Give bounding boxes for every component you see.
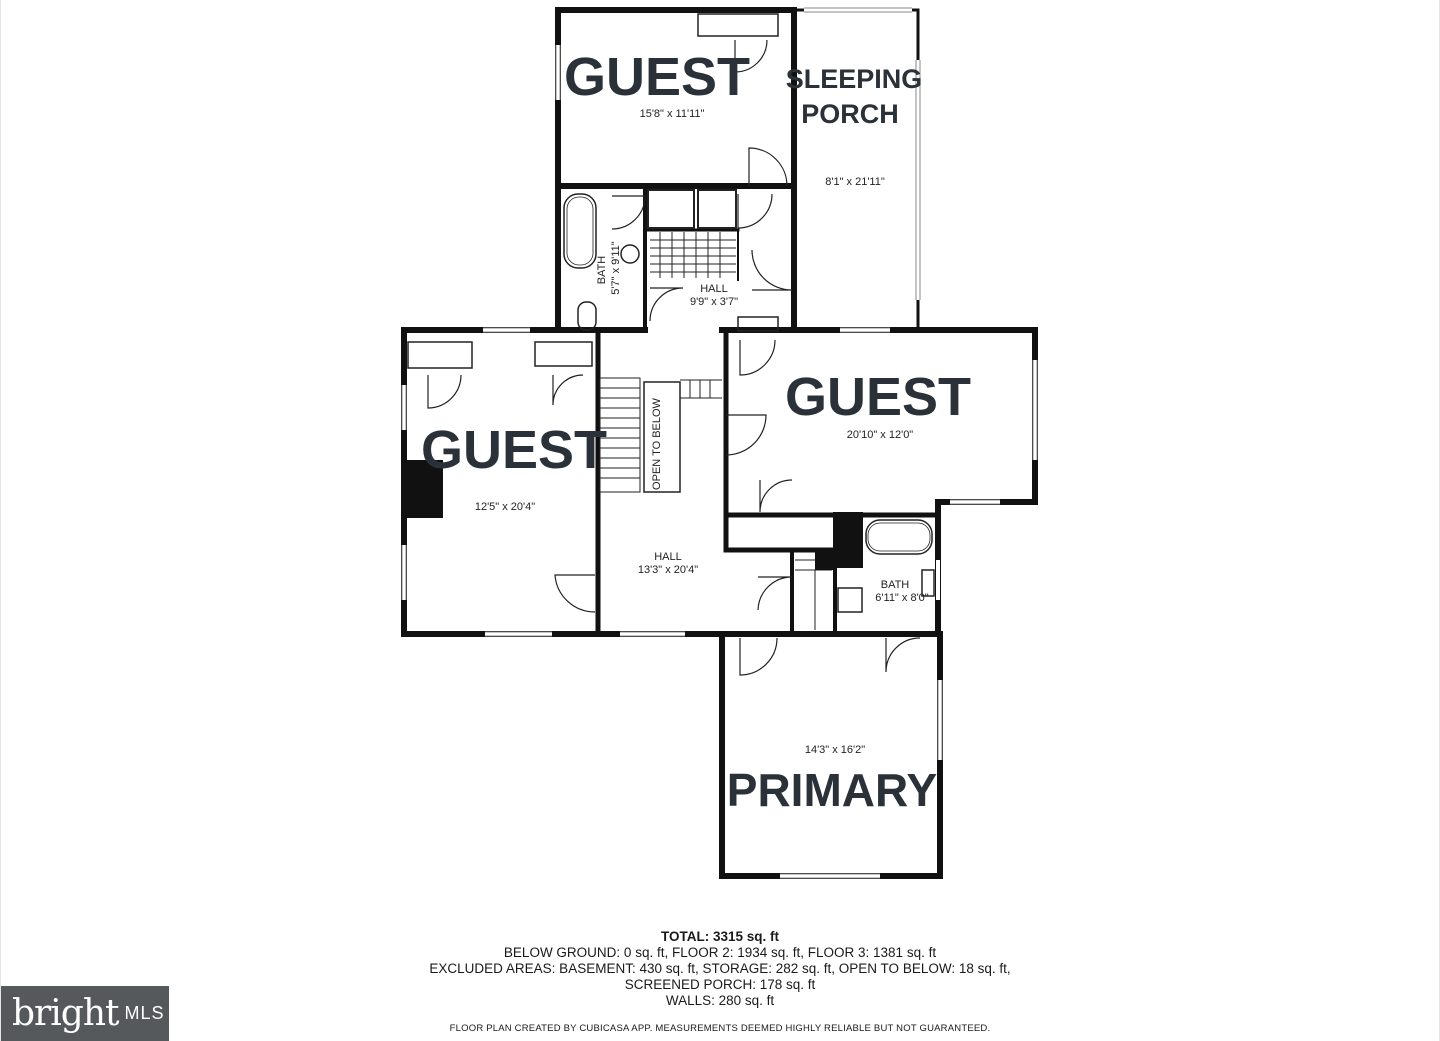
guest-top-dims: 15'8" x 11'11" — [640, 108, 705, 120]
fixtures — [407, 13, 935, 630]
guest-left-dims: 12'5" x 20'4" — [475, 501, 535, 513]
primary-label: PRIMARY — [727, 764, 937, 816]
stairs — [599, 377, 722, 493]
closet-shelf — [534, 341, 593, 367]
floor-plan: GUEST 15'8" x 11'11" SLEEPING PORCH 8'1"… — [401, 7, 1038, 879]
chimney — [815, 552, 833, 570]
door-swing — [748, 147, 788, 187]
stairs — [650, 232, 736, 278]
door-swing — [725, 414, 767, 456]
solid-blocks — [407, 460, 863, 570]
logo-suffix: MLS — [124, 1003, 165, 1023]
hall-main-dims: 13'3" x 20'4" — [638, 564, 698, 576]
summary-line-3: SCREENED PORCH: 178 sq. ft — [624, 977, 816, 992]
door-swing — [739, 637, 778, 676]
window-lines — [401, 7, 1038, 879]
bathtub — [865, 519, 933, 555]
doors — [427, 39, 921, 676]
door-swing — [751, 249, 793, 291]
bathtub — [563, 193, 597, 269]
guest-left-label: GUEST — [421, 420, 607, 480]
door-swing — [757, 576, 793, 611]
door-swing — [885, 637, 921, 673]
toilet — [577, 301, 597, 331]
toilet — [921, 569, 935, 597]
wall-guest-left — [401, 327, 725, 637]
summary-line-1: BELOW GROUND: 0 sq. ft, FLOOR 2: 1934 sq… — [503, 945, 937, 960]
door-swing — [734, 39, 768, 73]
bright-mls-logo: bright MLS — [0, 986, 169, 1041]
primary-dims: 14'3" x 16'2" — [805, 744, 865, 756]
door-swing — [611, 195, 646, 230]
sink — [620, 244, 640, 264]
linen-shelves — [795, 559, 832, 630]
room-labels: GUEST 15'8" x 11'11" SLEEPING PORCH 8'1"… — [421, 47, 971, 816]
chimney — [833, 512, 863, 568]
vanity — [837, 587, 863, 613]
guest-top-label: GUEST — [564, 47, 750, 107]
closet-shelf — [407, 341, 473, 369]
bath-upper-label: BATH — [596, 256, 608, 285]
disclaimer: FLOOR PLAN CREATED BY CUBICASA APP. MEAS… — [449, 1023, 991, 1034]
summary-line-2: EXCLUDED AREAS: BASEMENT: 430 sq. ft, ST… — [429, 961, 1011, 976]
bath-lower-label: BATH — [881, 579, 910, 591]
door-swing — [737, 193, 773, 229]
hall-main-label: HALL — [654, 551, 682, 563]
door-swing — [552, 374, 584, 406]
guest-right-dims: 20'10" x 12'0" — [847, 429, 914, 441]
cabinet — [647, 189, 695, 229]
door-swing — [554, 574, 596, 613]
closet-shelf — [697, 13, 779, 37]
door-swing — [739, 339, 776, 376]
guest-right-label: GUEST — [785, 367, 971, 427]
sleeping-porch-label-1: SLEEPING — [786, 64, 923, 94]
cabinet — [697, 189, 737, 229]
summary-line-4: WALLS: 280 sq. ft — [665, 993, 775, 1008]
wall-sleeping-porch — [792, 8, 920, 332]
door-swing — [427, 374, 462, 409]
hall-upper-label: HALL — [700, 283, 728, 295]
logo-word: bright — [12, 993, 119, 1034]
wall-guest-right — [719, 327, 1038, 637]
bath-upper-dims: 5'7" x 9'11" — [610, 241, 622, 294]
summary-total: TOTAL: 3315 sq. ft — [660, 929, 780, 944]
door-swing — [759, 479, 793, 513]
sleeping-porch-dims: 8'1" x 21'11" — [825, 176, 885, 188]
hall-upper-dims: 9'9" x 3'7" — [690, 296, 738, 308]
closet-shelf — [737, 316, 779, 332]
bath-lower-dims: 6'11" x 8'0" — [875, 592, 928, 604]
door-swing — [649, 287, 684, 322]
open-to-below-label: OPEN TO BELOW — [651, 397, 663, 490]
windows — [402, 8, 1037, 878]
sleeping-porch-label-2: PORCH — [801, 99, 899, 129]
area-summary: TOTAL: 3315 sq. ft BELOW GROUND: 0 sq. f… — [0, 929, 1440, 1009]
chimney — [407, 460, 443, 518]
